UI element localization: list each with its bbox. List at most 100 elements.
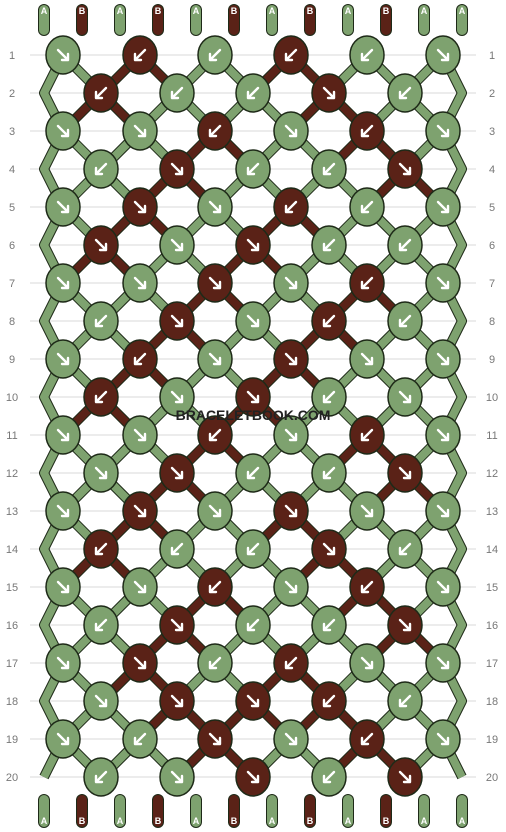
knot xyxy=(387,377,423,417)
arrow-down-right-icon xyxy=(436,580,450,594)
arrow-down-left-icon xyxy=(398,86,412,100)
knot xyxy=(387,681,423,721)
row-number-left: 1 xyxy=(9,50,15,62)
knot xyxy=(273,263,309,303)
arrow-down-left-icon xyxy=(398,314,412,328)
arrow-down-right-icon xyxy=(133,504,147,518)
arrow-down-right-icon xyxy=(246,390,260,404)
arrow-down-right-icon xyxy=(170,162,184,176)
bottom-string-label: A xyxy=(345,816,352,826)
knot xyxy=(83,301,119,341)
arrow-down-left-icon xyxy=(133,352,147,366)
arrow-down-right-icon xyxy=(208,200,222,214)
knot xyxy=(311,301,347,341)
knot xyxy=(197,111,233,151)
knot xyxy=(387,149,423,189)
arrow-down-right-icon xyxy=(398,466,412,480)
arrow-down-right-icon xyxy=(284,276,298,290)
bottom-string-label: B xyxy=(307,816,314,826)
row-number-left: 9 xyxy=(9,354,15,366)
arrow-down-right-icon xyxy=(133,428,147,442)
knot xyxy=(45,339,81,379)
knot xyxy=(235,73,271,113)
arrow-down-right-icon xyxy=(246,314,260,328)
knots xyxy=(45,35,461,797)
knot xyxy=(311,453,347,493)
arrow-down-right-icon xyxy=(56,200,70,214)
arrow-down-left-icon xyxy=(170,86,184,100)
knot xyxy=(425,35,461,75)
arrow-down-left-icon xyxy=(360,580,374,594)
row-number-left: 5 xyxy=(9,202,15,214)
knot xyxy=(425,415,461,455)
knot xyxy=(425,263,461,303)
arrow-down-left-icon xyxy=(246,162,260,176)
row-number-left: 3 xyxy=(9,126,15,138)
bottom-string-label: B xyxy=(155,816,162,826)
knot xyxy=(83,225,119,265)
arrow-down-right-icon xyxy=(284,428,298,442)
top-string-label: B xyxy=(155,6,162,16)
knot xyxy=(197,35,233,75)
knot xyxy=(273,491,309,531)
bottom-string-label: A xyxy=(41,816,48,826)
arrow-down-right-icon xyxy=(436,200,450,214)
knot xyxy=(387,757,423,797)
row-number-right: 11 xyxy=(486,430,497,442)
knot xyxy=(311,73,347,113)
arrow-down-right-icon xyxy=(170,694,184,708)
knot xyxy=(273,187,309,227)
arrow-down-left-icon xyxy=(322,390,336,404)
arrow-down-left-icon xyxy=(360,124,374,138)
knot xyxy=(387,605,423,645)
knot xyxy=(235,225,271,265)
arrow-down-left-icon xyxy=(322,770,336,784)
arrow-down-right-icon xyxy=(284,124,298,138)
knot xyxy=(349,643,385,683)
arrow-down-left-icon xyxy=(208,656,222,670)
arrow-down-left-icon xyxy=(246,466,260,480)
knot xyxy=(235,757,271,797)
top-string-label: B xyxy=(383,6,390,16)
arrow-down-right-icon xyxy=(322,542,336,556)
arrow-down-right-icon xyxy=(208,504,222,518)
knot xyxy=(273,111,309,151)
knot xyxy=(273,719,309,759)
knot xyxy=(122,643,158,683)
arrow-down-right-icon xyxy=(398,390,412,404)
row-number-left: 14 xyxy=(6,544,18,556)
arrow-down-right-icon xyxy=(398,770,412,784)
arrow-down-right-icon xyxy=(56,580,70,594)
arrow-down-right-icon xyxy=(56,656,70,670)
row-number-right: 18 xyxy=(486,696,498,708)
knot xyxy=(45,567,81,607)
arrow-down-left-icon xyxy=(246,542,260,556)
arrow-down-right-icon xyxy=(94,238,108,252)
knot xyxy=(45,643,81,683)
knot xyxy=(197,567,233,607)
row-number-left: 7 xyxy=(9,278,15,290)
arrow-down-left-icon xyxy=(94,314,108,328)
row-number-left: 20 xyxy=(6,772,18,784)
row-number-left: 4 xyxy=(9,164,15,176)
knot xyxy=(349,35,385,75)
knot xyxy=(425,719,461,759)
arrow-down-right-icon xyxy=(170,314,184,328)
arrow-down-left-icon xyxy=(322,162,336,176)
knot xyxy=(425,111,461,151)
arrow-down-right-icon xyxy=(360,504,374,518)
knot xyxy=(197,719,233,759)
arrow-down-right-icon xyxy=(208,276,222,290)
knot xyxy=(311,529,347,569)
arrow-down-right-icon xyxy=(436,656,450,670)
knot xyxy=(122,263,158,303)
knot xyxy=(197,263,233,303)
row-number-left: 11 xyxy=(6,430,17,442)
knot xyxy=(45,415,81,455)
arrow-down-left-icon xyxy=(94,162,108,176)
knot xyxy=(273,643,309,683)
knot xyxy=(235,453,271,493)
knot xyxy=(311,605,347,645)
arrow-down-right-icon xyxy=(246,770,260,784)
row-number-right: 6 xyxy=(489,240,495,252)
